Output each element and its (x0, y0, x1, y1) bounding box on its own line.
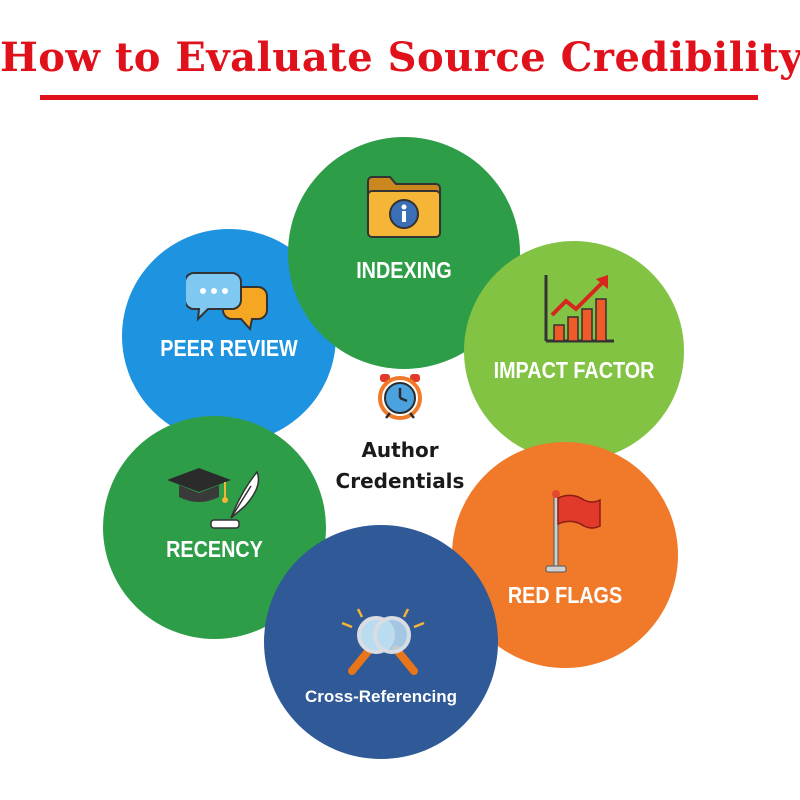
node-label-recency: RECENCY (166, 536, 263, 562)
node-cross-referencing: Cross-Referencing (264, 525, 498, 759)
node-impact-factor: IMPACT FACTOR (464, 241, 684, 461)
magnifying-glasses-icon (341, 608, 425, 675)
alarm-clock-icon (378, 374, 422, 420)
folder-info-icon (367, 176, 441, 238)
node-label-cross-referencing: Cross-Referencing (304, 687, 458, 706)
speech-bubbles-icon (186, 272, 268, 331)
bar-chart-growth-icon (544, 275, 614, 343)
diagram-title-text: How to Evaluate Source Credibility (0, 34, 800, 81)
node-label-impact-factor: IMPACT FACTOR (493, 357, 655, 383)
graduation-cap-quill-icon (167, 468, 260, 529)
node-label-red-flags: RED FLAGS (507, 582, 623, 608)
diagram-title: How to Evaluate Source Credibility (0, 34, 800, 81)
red-flag-icon (545, 490, 601, 573)
node-label-peer-review: PEER REVIEW (160, 335, 298, 361)
node-label-indexing: INDEXING (356, 257, 452, 283)
title-underline (40, 95, 758, 100)
center-label-line2: Credentials (335, 469, 465, 493)
center-label: Author Credentials (300, 435, 500, 497)
center-label-line1: Author (361, 438, 439, 462)
